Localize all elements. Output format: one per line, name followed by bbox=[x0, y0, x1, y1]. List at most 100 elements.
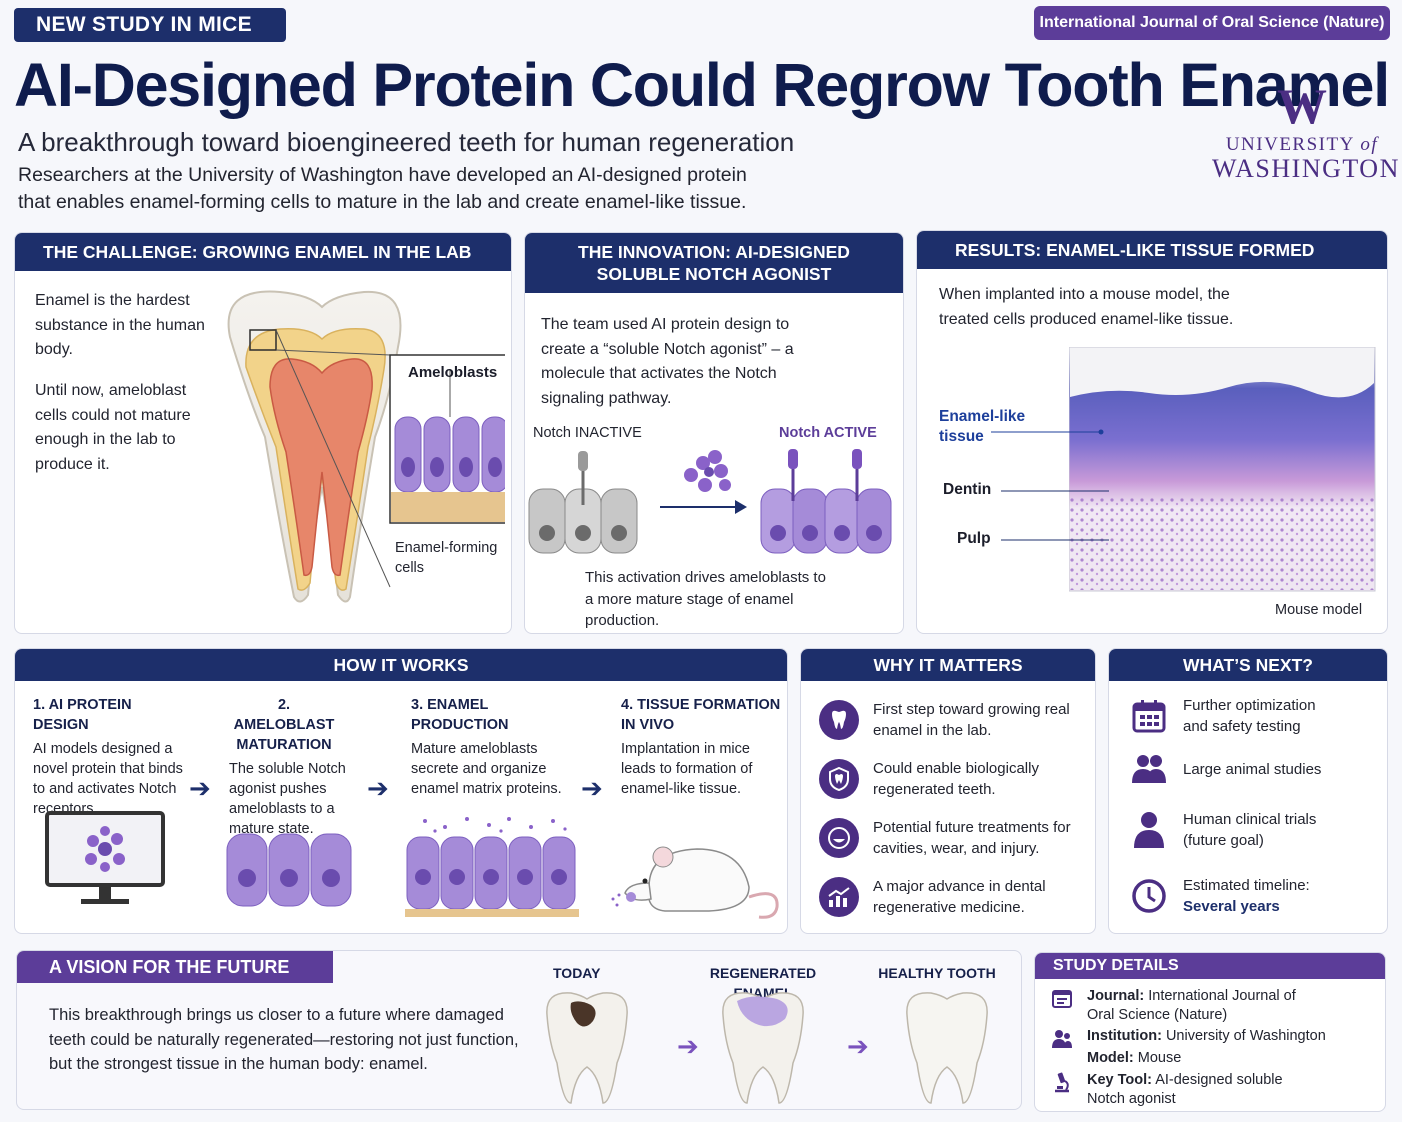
next-title: WHAT’S NEXT? bbox=[1109, 649, 1387, 681]
innovation-title: THE INNOVATION: AI-DESIGNED SOLUBLE NOTC… bbox=[525, 233, 903, 293]
person-icon bbox=[1134, 812, 1164, 848]
mature-ameloblasts-illustration bbox=[226, 833, 352, 907]
notch-activation-diagram bbox=[528, 449, 892, 554]
next-item-4: Estimated timeline: Several years bbox=[1131, 875, 1381, 917]
why-item-2: Could enable biologically regenerated te… bbox=[819, 758, 1089, 800]
next-item-3-text: Human clinical trials (future goal) bbox=[1183, 811, 1317, 849]
why-item-1-text: First step toward growing real enamel in… bbox=[873, 701, 1070, 739]
detail-journal-text: Journal: International Journal of Oral S… bbox=[1087, 987, 1297, 1025]
progress-arrow-1: ➔ bbox=[677, 1032, 699, 1062]
step-arrow-3: ➔ bbox=[581, 774, 603, 804]
next-item-3: Human clinical trials (future goal) bbox=[1131, 809, 1381, 851]
histology-image bbox=[1069, 347, 1376, 592]
uw-logo-line1: UNIVERSITY of bbox=[1225, 134, 1379, 155]
step-arrow-1: ➔ bbox=[189, 774, 211, 804]
results-text: When implanted into a mouse model, the t… bbox=[939, 286, 1234, 328]
step-1-heading: 1. AI PROTEIN DESIGN bbox=[33, 697, 132, 733]
pulp-leader-line bbox=[1001, 539, 1109, 541]
detail-institution-text: Institution: University of Washington bbox=[1087, 1027, 1367, 1049]
why-item-3-text: Potential future treatments for cavities… bbox=[873, 819, 1071, 857]
study-type-tag: NEW STUDY IN MICE bbox=[14, 8, 286, 42]
dentin-label: Dentin bbox=[943, 481, 992, 498]
healthy-tooth bbox=[906, 992, 988, 1104]
smile-icon bbox=[819, 818, 859, 858]
shield-tooth-icon bbox=[819, 759, 859, 799]
detail-row-model: Model: Mouse bbox=[1087, 1049, 1377, 1068]
detail-journal-value: International Journal of Oral Science (N… bbox=[1087, 988, 1296, 1023]
why-item-4-text: A major advance in dental regenerative m… bbox=[873, 878, 1046, 916]
detail-model-label: Model: bbox=[1087, 1050, 1134, 1066]
enamel-cells-caption: Enamel-forming cells bbox=[395, 540, 498, 576]
step-arrow-2: ➔ bbox=[367, 774, 389, 804]
why-item-1: First step toward growing real enamel in… bbox=[819, 699, 1089, 741]
intro-paragraph: Researchers at the University of Washing… bbox=[18, 162, 778, 216]
next-item-4-text: Estimated timeline: Several years bbox=[1183, 875, 1353, 917]
study-details-panel: STUDY DETAILS Journal: International Jou… bbox=[1034, 952, 1386, 1112]
step-1-text: AI models designed a novel protein that … bbox=[33, 741, 183, 817]
ameloblasts-label: Ameloblasts bbox=[408, 364, 497, 381]
mouse-model-caption: Mouse model bbox=[1275, 602, 1363, 618]
detail-journal-label: Journal: bbox=[1087, 988, 1145, 1004]
page-title: AI-Designed Protein Could Regrow Tooth E… bbox=[14, 51, 1390, 119]
timeline-label: Estimated timeline: bbox=[1183, 877, 1310, 894]
pulp-label: Pulp bbox=[957, 530, 991, 547]
uw-logo-mark: W bbox=[1277, 78, 1327, 134]
mouse-illustration bbox=[611, 846, 779, 919]
step-1: 1. AI PROTEIN DESIGN AI models designed … bbox=[33, 695, 183, 819]
detail-institution-value: University of Washington bbox=[1165, 1028, 1326, 1044]
detail-row-institution: Institution: University of Washington bbox=[1051, 1027, 1381, 1049]
how-title: HOW IT WORKS bbox=[15, 649, 787, 681]
step-4-heading: 4. TISSUE FORMATION IN VIVO bbox=[621, 697, 781, 733]
microscope-icon bbox=[1055, 1072, 1069, 1093]
why-item-2-text: Could enable biologically regenerated te… bbox=[873, 760, 1039, 798]
growth-chart-icon bbox=[819, 877, 859, 917]
dentin-leader-line bbox=[1001, 490, 1109, 492]
step-2-text: The soluble Notch agonist pushes amelobl… bbox=[229, 761, 346, 837]
notch-agonist-molecule bbox=[684, 450, 731, 492]
notch-active-label: Notch ACTIVE bbox=[779, 425, 877, 441]
intro-line-2: that enables enamel-forming cells to mat… bbox=[18, 191, 747, 213]
why-item-4: A major advance in dental regenerative m… bbox=[819, 876, 1089, 918]
next-item-1: Further optimization and safety testing bbox=[1131, 695, 1381, 737]
challenge-text-2: Until now, ameloblast cells could not ma… bbox=[35, 382, 191, 473]
vision-title: A VISION FOR THE FUTURE bbox=[17, 951, 333, 983]
innovation-caption: This activation drives ameloblasts to a … bbox=[585, 569, 826, 629]
results-panel: RESULTS: ENAMEL-LIKE TISSUE FORMED When … bbox=[916, 230, 1388, 634]
tooth-icon bbox=[819, 700, 859, 740]
enamel-leader-line bbox=[991, 429, 1104, 435]
people-icon bbox=[1132, 755, 1166, 783]
challenge-panel: THE CHALLENGE: GROWING ENAMEL IN THE LAB… bbox=[14, 232, 512, 634]
step-4-text: Implantation in mice leads to formation … bbox=[621, 741, 753, 797]
clock-icon bbox=[1132, 879, 1166, 913]
step-4: 4. TISSUE FORMATION IN VIVO Implantation… bbox=[621, 695, 781, 799]
calendar-icon bbox=[1132, 700, 1166, 733]
detail-keytool-value: AI-designed soluble Notch agonist bbox=[1087, 1072, 1283, 1107]
tooth-cross-section-illustration: Ameloblasts bbox=[227, 290, 505, 603]
innovation-panel: THE INNOVATION: AI-DESIGNED SOLUBLE NOTC… bbox=[524, 232, 904, 634]
challenge-title: THE CHALLENGE: GROWING ENAMEL IN THE LAB bbox=[15, 233, 511, 271]
step-3: 3. ENAMEL PRODUCTION Mature ameloblasts … bbox=[411, 695, 581, 799]
page-subtitle: A breakthrough toward bioengineered teet… bbox=[18, 127, 795, 157]
why-item-3: Potential future treatments for cavities… bbox=[819, 817, 1089, 859]
progress-arrow-2: ➔ bbox=[847, 1032, 869, 1062]
step-2: 2. AMELOBLAST MATURATION The soluble Not… bbox=[229, 695, 369, 839]
details-title: STUDY DETAILS bbox=[1035, 953, 1385, 979]
journal-icon bbox=[1052, 990, 1072, 1008]
step-3-text: Mature ameloblasts secrete and organize … bbox=[411, 741, 562, 797]
uw-logo: W UNIVERSITY of WASHINGTON bbox=[1212, 78, 1398, 190]
vision-text: This breakthrough brings us closer to a … bbox=[49, 1006, 519, 1073]
enamel-like-label: Enamel-like tissue bbox=[939, 408, 1026, 445]
detail-row-keytool: Key Tool: AI-designed soluble Notch agon… bbox=[1051, 1071, 1381, 1109]
next-item-1-text: Further optimization and safety testing bbox=[1183, 697, 1316, 735]
ameloblast-cells bbox=[391, 416, 505, 522]
next-item-2: Large animal studies bbox=[1131, 753, 1381, 785]
challenge-text-1: Enamel is the hardest substance in the h… bbox=[35, 292, 205, 358]
innovation-text: The team used AI protein design to creat… bbox=[541, 316, 794, 407]
detail-model-value: Mouse bbox=[1137, 1050, 1182, 1066]
results-title: RESULTS: ENAMEL-LIKE TISSUE FORMED bbox=[917, 231, 1387, 269]
institution-icon bbox=[1052, 1030, 1072, 1048]
next-item-2-text: Large animal studies bbox=[1183, 760, 1322, 778]
detail-keytool-text: Key Tool: AI-designed soluble Notch agon… bbox=[1087, 1071, 1297, 1109]
detail-keytool-label: Key Tool: bbox=[1087, 1072, 1152, 1088]
why-it-matters-panel: WHY IT MATTERS First step toward growing… bbox=[800, 648, 1096, 934]
